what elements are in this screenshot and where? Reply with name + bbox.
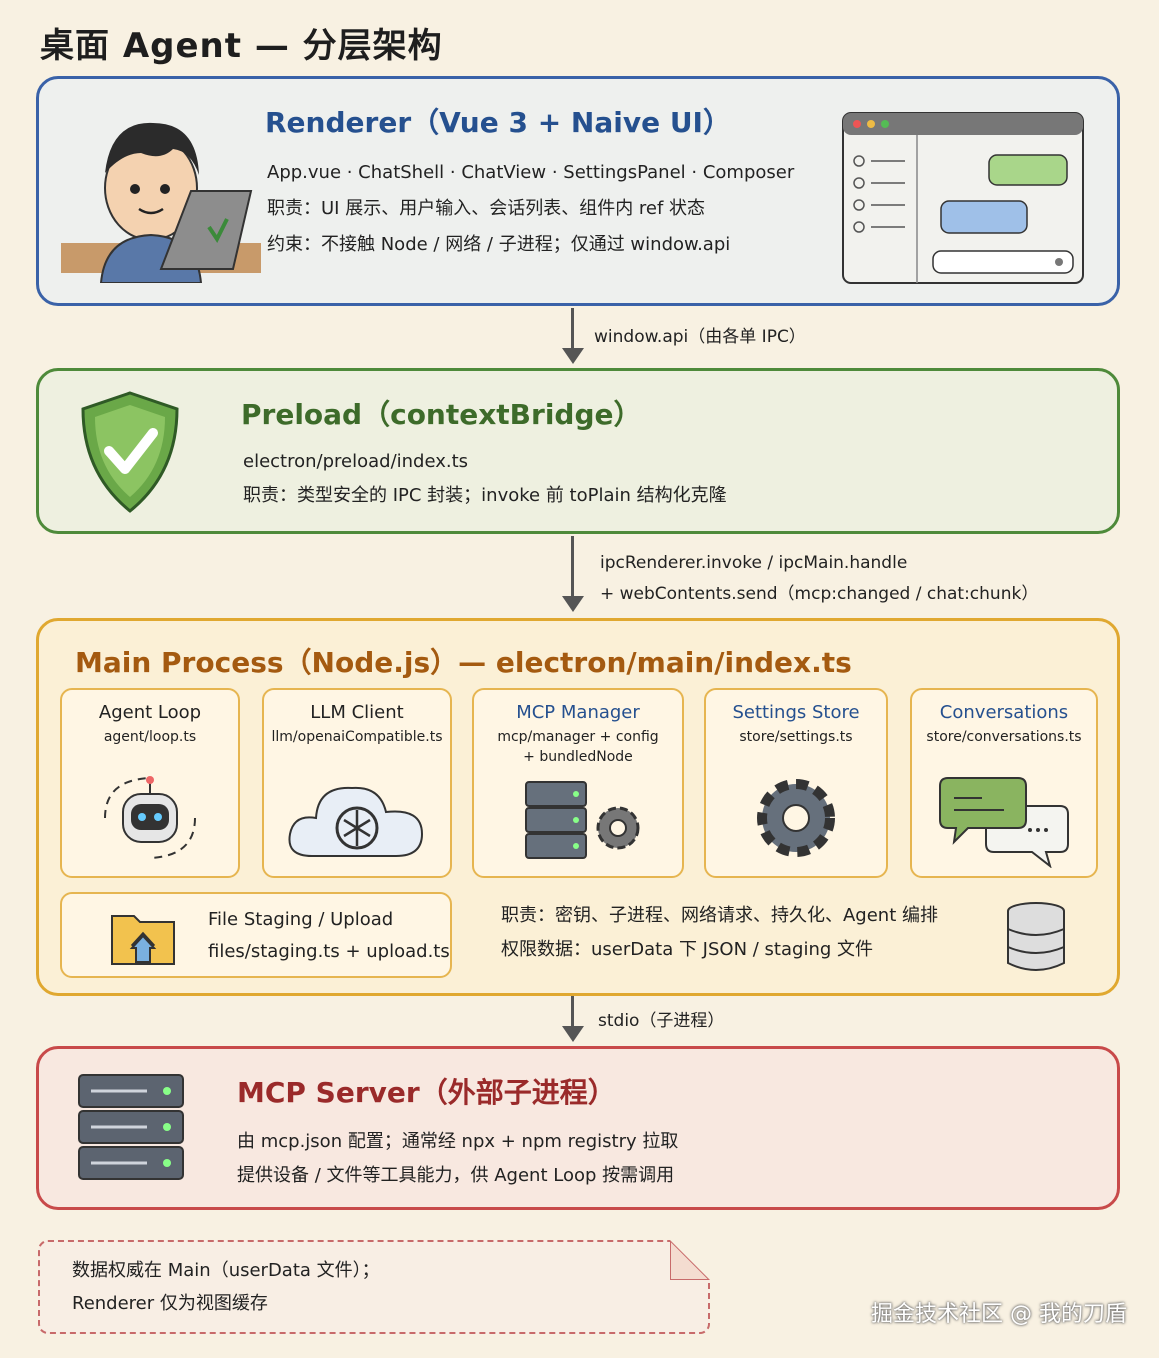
developer-illustration <box>61 122 261 283</box>
card-file-extra: + bundledNode <box>523 749 633 765</box>
mcp-server-layer: MCP Server（外部子进程） 由 mcp.json 配置；通常经 npx … <box>36 1046 1120 1210</box>
watermark: 掘金技术社区 @ 我的刀盾 <box>871 1302 1127 1327</box>
database-icon <box>1007 902 1065 971</box>
chat-window-illustration <box>842 112 1084 284</box>
card-file: store/conversations.ts <box>926 729 1082 745</box>
arrow-label-stdio: stdio（子进程） <box>598 1011 725 1031</box>
staging-name: File Staging / Upload <box>208 909 394 930</box>
note-box: 数据权威在 Main（userData 文件）； Renderer 仅为视图缓存 <box>38 1240 710 1334</box>
card-conversations: Conversations store/conversations.ts <box>910 688 1098 878</box>
main-duty: 职责：密钥、子进程、网络请求、持久化、Agent 编排 <box>501 905 938 926</box>
arrow-label-webcontents: + webContents.send（mcp:changed / chat:ch… <box>600 584 1039 604</box>
shield-check-icon <box>81 391 179 513</box>
preload-layer: Preload（contextBridge） electron/preload/… <box>36 368 1120 534</box>
folder-upload-icon <box>111 915 175 965</box>
card-name: Settings Store <box>732 702 860 723</box>
robot-icon <box>104 776 196 859</box>
arrow-head <box>562 596 584 612</box>
preload-file: electron/preload/index.ts <box>243 451 469 472</box>
card-file: store/settings.ts <box>739 729 853 745</box>
arrow-label-ipc: ipcRenderer.invoke / ipcMain.handle <box>600 553 908 573</box>
folded-corner <box>670 1240 710 1280</box>
card-agent-loop: Agent Loop agent/loop.ts <box>60 688 240 878</box>
mcp-title: MCP Server（外部子进程） <box>237 1076 616 1109</box>
arrow-head <box>562 348 584 364</box>
renderer-title: Renderer（Vue 3 + Naive UI） <box>265 106 731 139</box>
card-name: Conversations <box>939 702 1069 723</box>
arrow-head <box>562 1026 584 1042</box>
renderer-constraint: 约束：不接触 Node / 网络 / 子进程；仅通过 window.api <box>267 234 731 255</box>
card-file: llm/openaiCompatible.ts <box>271 729 443 745</box>
card-file: agent/loop.ts <box>103 729 197 745</box>
note-line-authority: 数据权威在 Main（userData 文件）； <box>72 1260 380 1281</box>
arrow-preload-main <box>571 536 574 600</box>
arrow-main-mcp <box>571 996 574 1030</box>
page-title: 桌面 Agent — 分层架构 <box>40 26 443 66</box>
main-title: Main Process（Node.js）— electron/main/ind… <box>75 646 852 679</box>
server-gear-icon <box>525 781 640 859</box>
mcp-config: 由 mcp.json 配置；通常经 npx + npm registry 拉取 <box>237 1131 679 1152</box>
preload-title: Preload（contextBridge） <box>241 398 642 431</box>
card-mcp-manager: MCP Manager mcp/manager + config + bundl… <box>472 688 684 878</box>
arrow-renderer-preload <box>571 308 574 352</box>
card-llm-client: LLM Client llm/openaiCompatible.ts <box>262 688 452 878</box>
server-rack-icon <box>78 1074 184 1180</box>
arrow-label-window-api: window.api（由各单 IPC） <box>594 327 806 347</box>
card-file: mcp/manager + config <box>497 729 659 745</box>
renderer-duty: 职责：UI 展示、用户输入、会话列表、组件内 ref 状态 <box>267 198 706 219</box>
card-name: MCP Manager <box>516 702 640 723</box>
card-settings-store: Settings Store store/settings.ts <box>704 688 888 878</box>
gear-icon <box>757 779 835 857</box>
preload-duty: 职责：类型安全的 IPC 封装；invoke 前 toPlain 结构化克隆 <box>243 485 727 506</box>
note-line-cache: Renderer 仅为视图缓存 <box>72 1293 268 1314</box>
chat-bubbles-icon <box>939 777 1069 868</box>
renderer-components: App.vue · ChatShell · ChatView · Setting… <box>267 162 795 183</box>
renderer-layer: Renderer（Vue 3 + Naive UI） App.vue · Cha… <box>36 76 1120 306</box>
card-name: LLM Client <box>310 702 404 723</box>
mcp-capability: 提供设备 / 文件等工具能力，供 Agent Loop 按需调用 <box>237 1165 675 1186</box>
cloud-openai-icon <box>288 786 424 857</box>
staging-file: files/staging.ts + upload.ts <box>208 941 450 962</box>
card-file-staging: File Staging / Upload files/staging.ts +… <box>60 892 452 978</box>
card-name: Agent Loop <box>98 702 202 723</box>
main-data: 权限数据：userData 下 JSON / staging 文件 <box>501 939 874 960</box>
